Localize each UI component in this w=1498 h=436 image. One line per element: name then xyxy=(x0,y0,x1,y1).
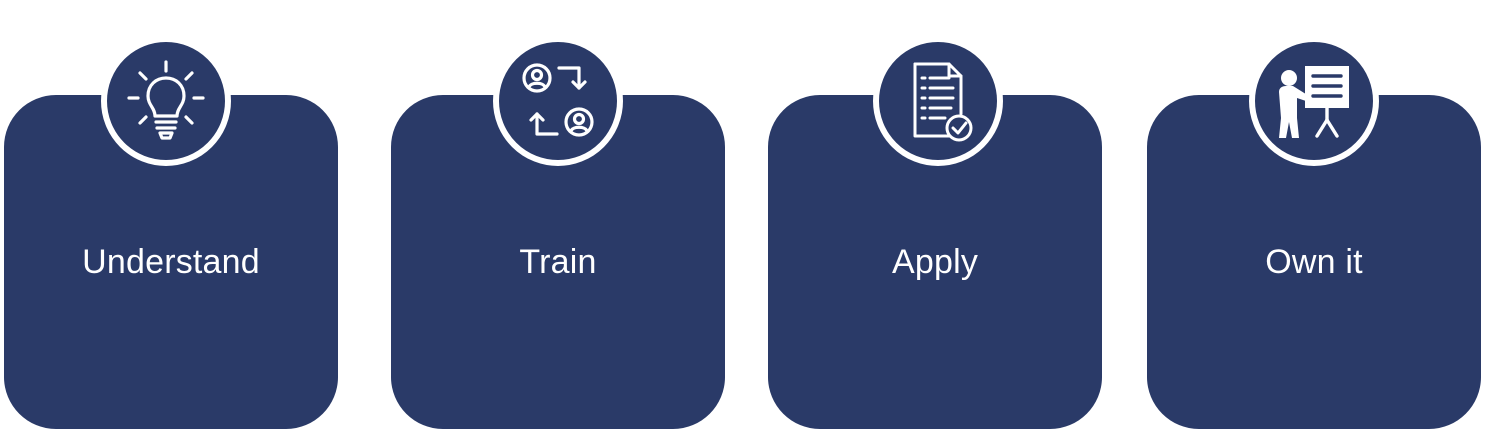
checklist-document-icon xyxy=(913,62,973,142)
step-badge-apply xyxy=(873,36,1003,166)
step-badge-understand xyxy=(101,36,231,166)
lightbulb-icon xyxy=(127,60,205,140)
step-badge-own-it xyxy=(1249,36,1379,166)
step-label-own-it: Own it xyxy=(1265,243,1363,281)
step-label-understand: Understand xyxy=(82,243,260,281)
step-badge-train xyxy=(493,36,623,166)
exchange-users-icon xyxy=(522,63,594,137)
presenter-board-icon xyxy=(1279,66,1349,138)
step-label-train: Train xyxy=(519,243,597,281)
step-label-apply: Apply xyxy=(891,243,979,281)
